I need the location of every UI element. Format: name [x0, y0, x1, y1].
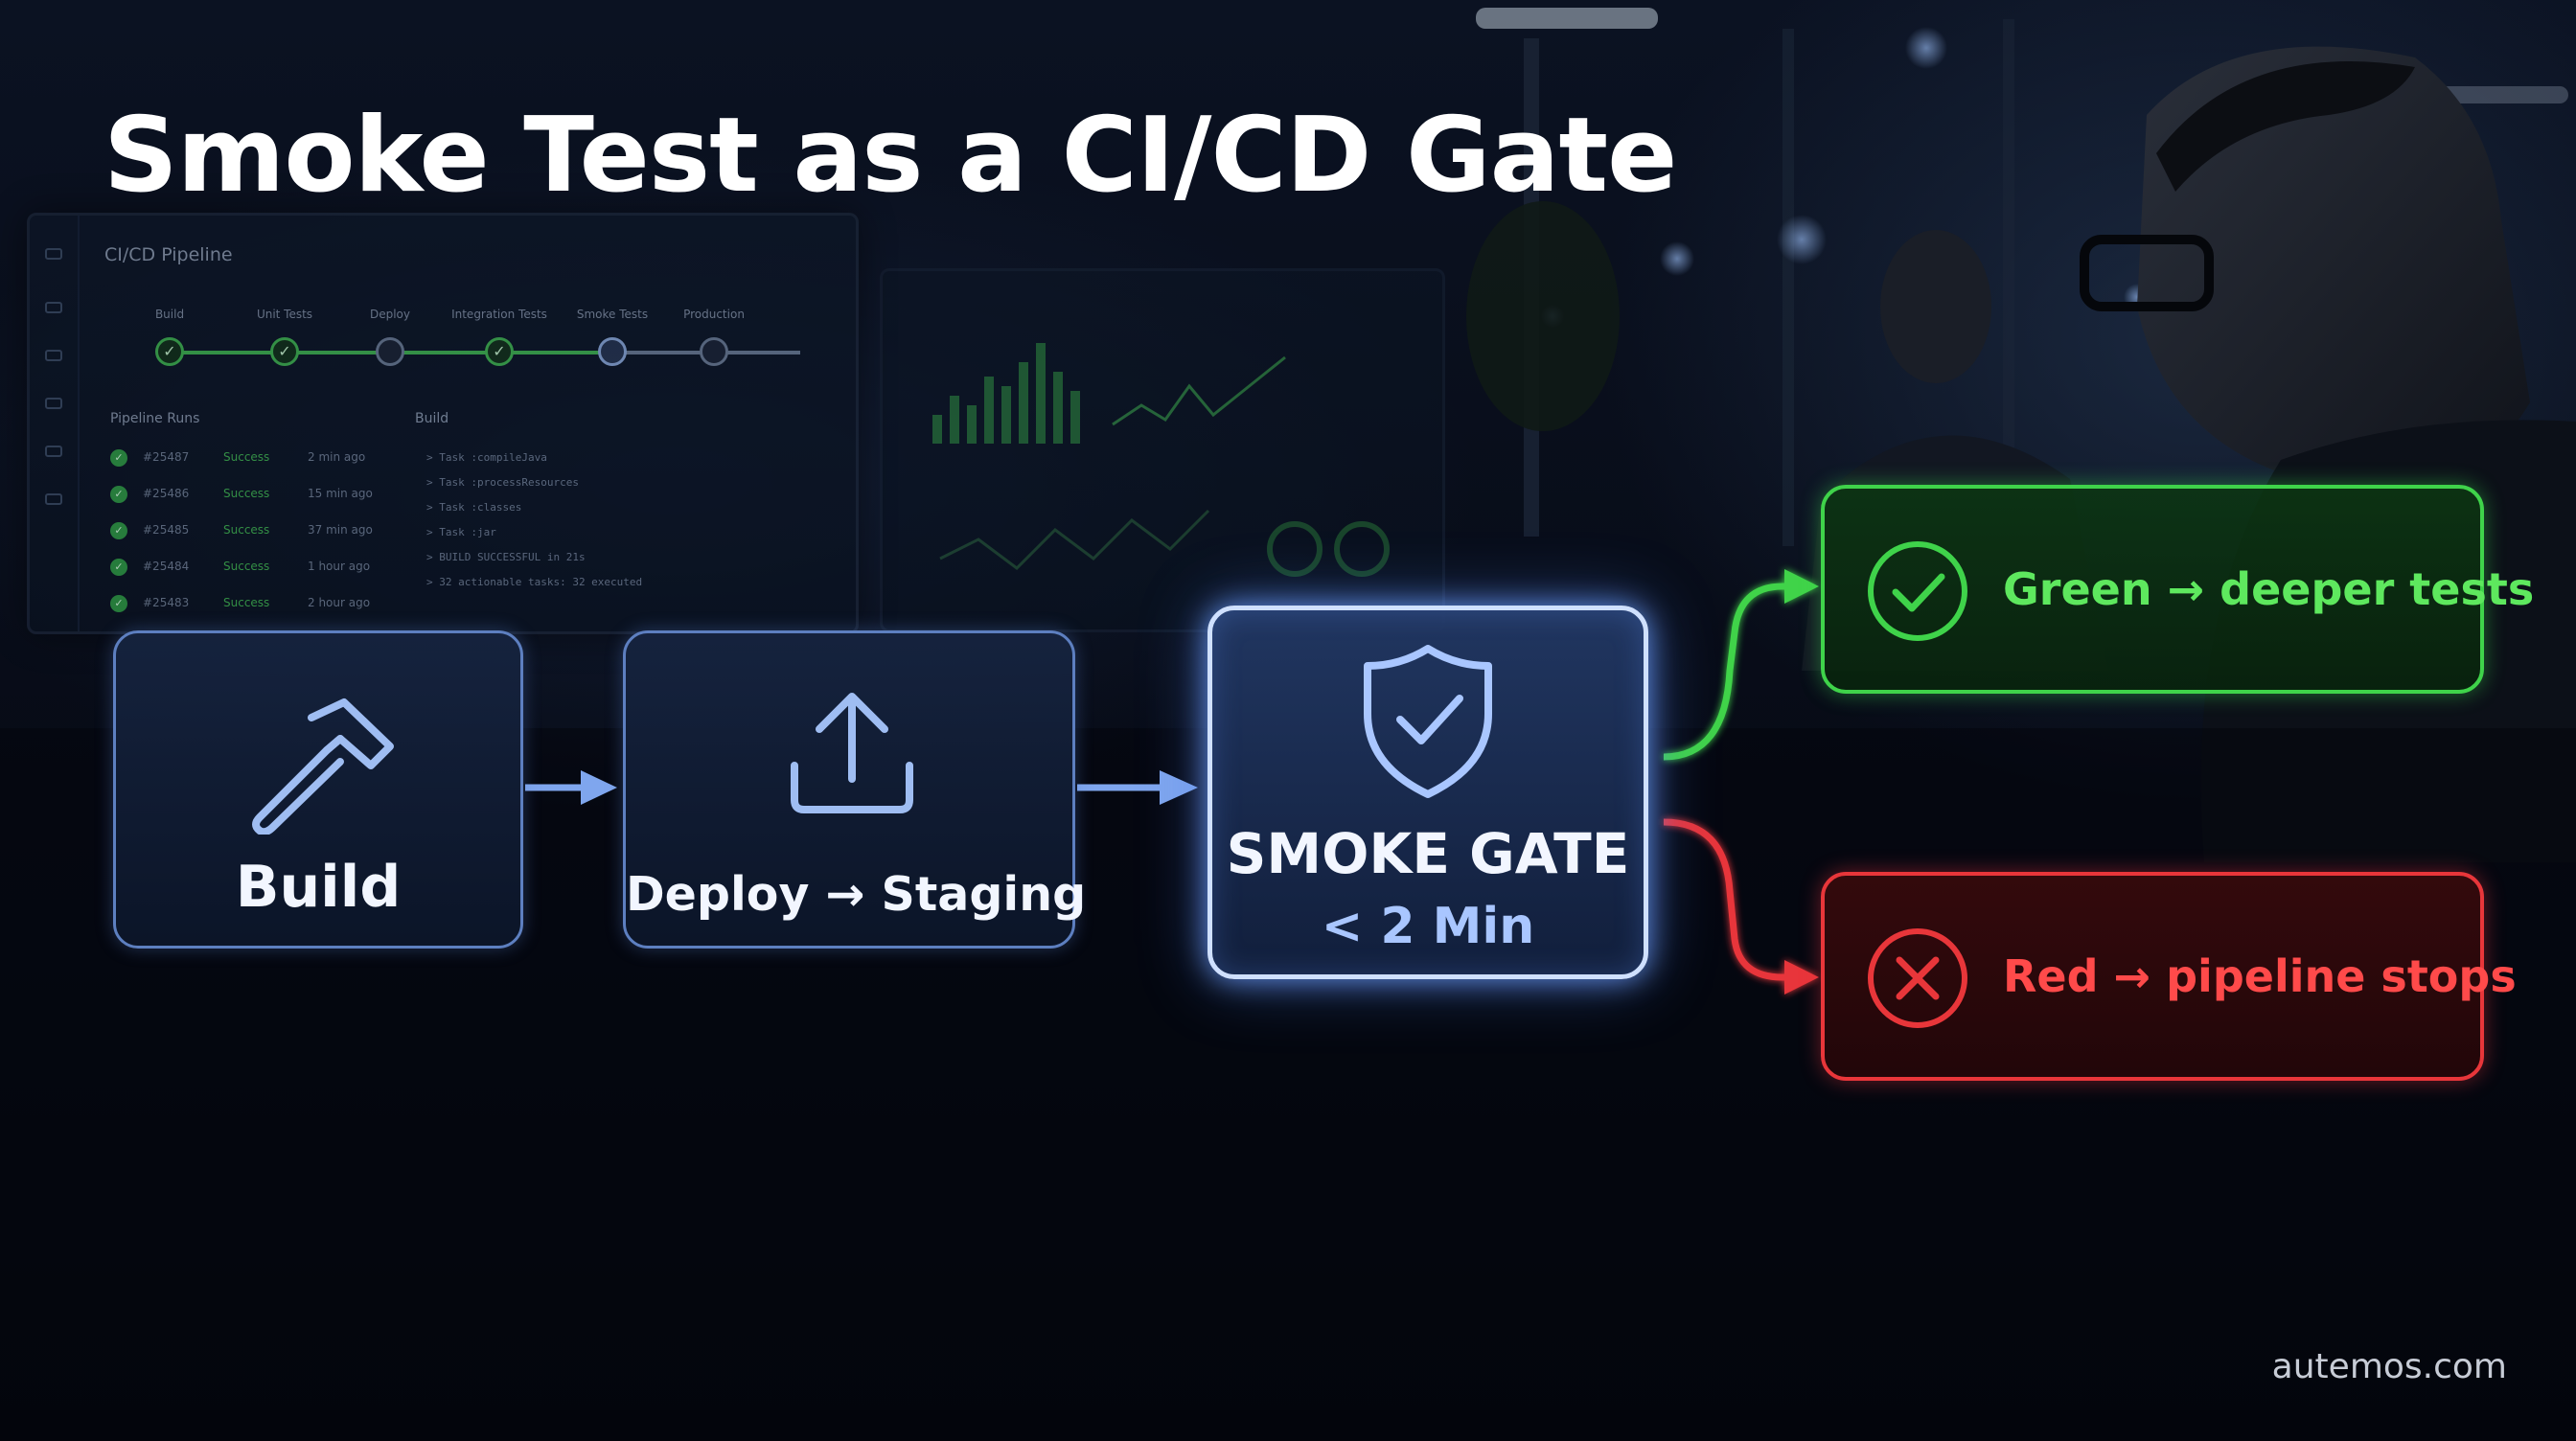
- smoke-gate-duration: < 2 Min: [1321, 898, 1535, 955]
- list-item: ✓ #25486 Success 15 min ago: [110, 480, 398, 509]
- upload-icon: [791, 693, 913, 813]
- pipeline-stage-label: Build: [154, 308, 185, 321]
- build-step: Build: [113, 630, 523, 949]
- stage-circle-icon: ·: [700, 337, 728, 366]
- pipeline-stage-label: Integration Tests: [451, 308, 547, 321]
- success-check-icon: ✓: [110, 595, 127, 612]
- shield-check-icon: [1364, 645, 1492, 798]
- stage-check-icon: ✓: [155, 337, 184, 366]
- red-outcome: Red → pipeline stops: [1821, 872, 2517, 1081]
- dashboard-charts: [932, 343, 1390, 577]
- dashboard-monitor: [880, 268, 1445, 632]
- build-label: Build: [235, 854, 402, 921]
- glasses-icon: [2080, 235, 2214, 311]
- check-circle-icon: [1868, 541, 1967, 641]
- bokeh-light: [1777, 215, 1827, 264]
- watermark: autemos.com: [2271, 1347, 2507, 1386]
- log-line: > Task :compileJava: [426, 451, 547, 464]
- log-line: > Task :jar: [426, 526, 496, 538]
- green-outcome-label: Green → deeper tests: [2003, 563, 2535, 615]
- plant-silhouette: [1466, 201, 1620, 431]
- ceiling-light: [1476, 8, 1658, 29]
- success-check-icon: ✓: [110, 522, 127, 539]
- pipeline-stage-label: Deploy: [369, 308, 411, 321]
- success-check-icon: ✓: [110, 449, 127, 467]
- log-line: > Task :classes: [426, 501, 522, 514]
- stage-active-icon: ·: [598, 337, 627, 366]
- list-item: ✓ #25487 Success 2 min ago: [110, 444, 398, 472]
- build-log-title: Build: [415, 411, 449, 426]
- success-check-icon: ✓: [110, 559, 127, 576]
- list-item: ✓ #25484 Success 1 hour ago: [110, 553, 398, 582]
- page-title: Smoke Test as a CI/CD Gate: [104, 96, 1677, 216]
- smoke-gate-step: SMOKE GATE < 2 Min: [1208, 606, 1648, 979]
- background-person-head: [1880, 230, 1991, 383]
- pipeline-stage-label: Production: [683, 308, 745, 321]
- deploy-label: Deploy → Staging: [626, 867, 1087, 922]
- green-outcome: Green → deeper tests: [1821, 485, 2534, 694]
- foreground-person-head: [2137, 46, 2530, 499]
- log-line: > BUILD SUCCESSFUL in 21s: [426, 551, 586, 563]
- log-line: > Task :processResources: [426, 476, 579, 489]
- arrow-deploy-to-gate: [1077, 770, 1198, 805]
- bokeh-light: [1660, 241, 1694, 276]
- pipeline-runs-title: Pipeline Runs: [110, 411, 200, 426]
- pipeline-stage-label: Smoke Tests: [576, 308, 649, 321]
- window-pillar: [1782, 29, 1794, 546]
- stage-check-icon: ✓: [270, 337, 299, 366]
- arrow-gate-to-red: [1663, 818, 1819, 995]
- bokeh-light: [1905, 27, 1947, 69]
- hammer-icon: [252, 698, 394, 835]
- stage-check-icon: ✓: [485, 337, 514, 366]
- pipeline-monitor: CI/CD Pipeline Build Unit Tests Deploy I…: [27, 213, 859, 634]
- x-circle-icon: [1868, 928, 1967, 1028]
- foreground-person-hair: [2156, 61, 2415, 192]
- window-pillar: [2003, 19, 2014, 556]
- monitor-sidebar: [30, 216, 80, 631]
- pipeline-stage-label: Unit Tests: [256, 308, 313, 321]
- arrow-gate-to-green: [1663, 569, 1819, 761]
- deploy-step: Deploy → Staging: [623, 630, 1087, 949]
- smoke-gate-label: SMOKE GATE: [1226, 821, 1630, 886]
- stage-circle-icon: ·: [376, 337, 404, 366]
- success-check-icon: ✓: [110, 486, 127, 503]
- monitor-title: CI/CD Pipeline: [104, 244, 233, 265]
- red-outcome-label: Red → pipeline stops: [2003, 950, 2517, 1002]
- log-line: > 32 actionable tasks: 32 executed: [426, 576, 643, 588]
- arrow-build-to-deploy: [525, 770, 617, 805]
- list-item: ✓ #25483 Success 2 hour ago: [110, 589, 398, 618]
- list-item: ✓ #25485 Success 37 min ago: [110, 516, 398, 545]
